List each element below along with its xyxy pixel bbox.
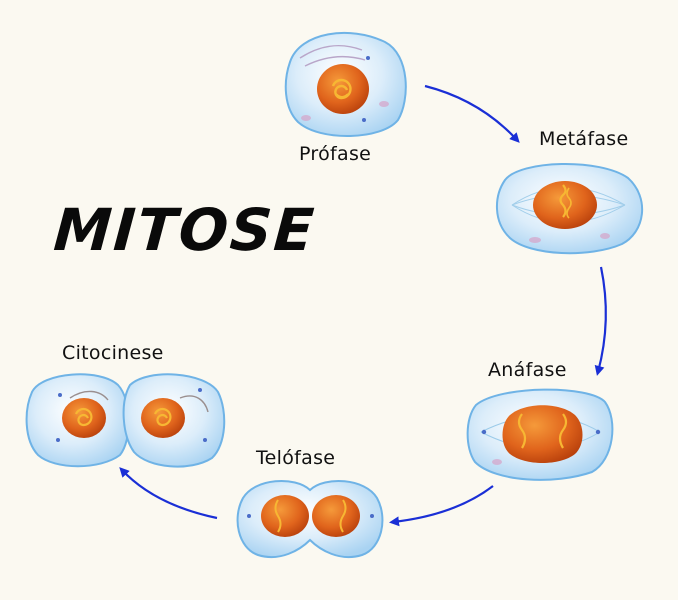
anafase-cell (466, 388, 614, 481)
stage-label-profase: Prófase (299, 143, 372, 165)
arrow-telofase-citocinese (119, 467, 218, 520)
metafase-cell (495, 163, 644, 255)
telofase-cell (236, 480, 384, 559)
arrow-anafase-telofase (389, 485, 494, 527)
profase-cell (284, 31, 407, 138)
citocinese-cells (25, 373, 226, 468)
cycle-arrows (119, 84, 607, 527)
stage-label-citocinese: Citocinese (62, 342, 164, 364)
arrow-profase-metafase (424, 84, 520, 143)
diagram-title: MITOSE (51, 196, 318, 264)
stage-label-metafase: Metáfase (539, 128, 629, 150)
stage-label-anafase: Anáfase (488, 359, 567, 381)
stage-label-telofase: Telófase (256, 447, 336, 469)
arrow-metafase-anafase (594, 266, 607, 376)
